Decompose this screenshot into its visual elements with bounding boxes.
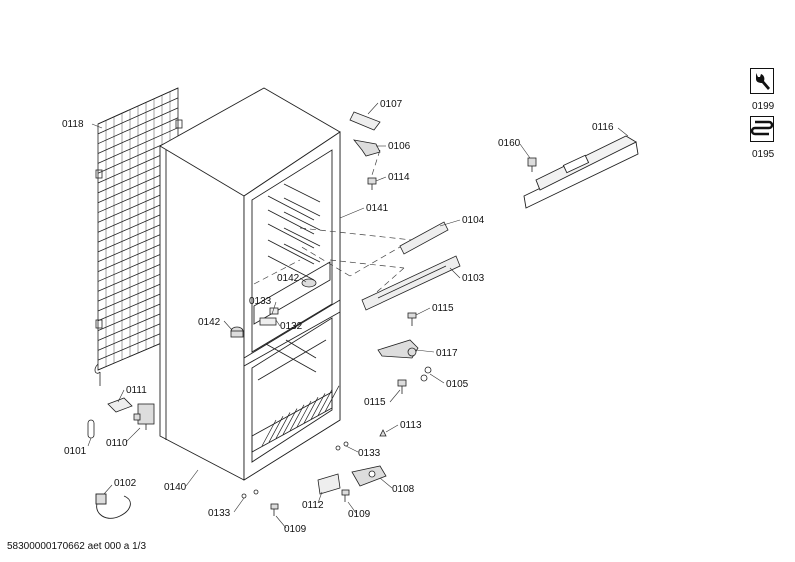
hinge-cover-0107 <box>349 111 381 131</box>
label-0113: 0113 <box>400 420 422 431</box>
cable-0102 <box>95 493 131 519</box>
clip-0133-lower <box>335 441 349 451</box>
document-id: 58300000170662 aet 000 a 1/3 <box>7 541 147 552</box>
label-0132: 0132 <box>280 321 303 332</box>
label-0133-upper: 0133 <box>249 296 272 307</box>
label-0106: 0106 <box>388 141 411 152</box>
label-0141: 0141 <box>366 203 389 214</box>
hinge-0106 <box>353 139 381 157</box>
code-0199: 0199 <box>752 101 775 112</box>
spacer-0101 <box>87 419 95 439</box>
screw-0114 <box>367 177 377 190</box>
label-0116: 0116 <box>592 122 614 133</box>
control-panel-0116 <box>523 135 639 209</box>
bottom-hinge-0108 <box>351 465 387 487</box>
foot-part-0112 <box>317 473 341 495</box>
wrench-icon <box>750 68 774 94</box>
compressor-part-0110 <box>133 403 155 430</box>
label-0133-bottom: 0133 <box>208 508 231 519</box>
label-0115-lower: 0115 <box>364 397 386 408</box>
screw-0115-upper <box>407 312 417 326</box>
label-0142-lower: 0142 <box>198 317 221 328</box>
hinge-part-0117 <box>377 339 419 359</box>
label-0114: 0114 <box>388 172 410 183</box>
label-0109-left: 0109 <box>284 524 307 535</box>
code-0195: 0195 <box>752 149 775 160</box>
label-0142-upper: 0142 <box>277 273 300 284</box>
screw-0109-right <box>341 489 350 502</box>
door-hinge-bracket-0104 <box>399 221 449 255</box>
screw-0109-left <box>270 503 279 516</box>
heating-coil-icon <box>750 116 774 142</box>
leader-lines <box>87 102 629 529</box>
label-0104: 0104 <box>462 215 485 226</box>
label-0160: 0160 <box>498 138 521 149</box>
bracket-0111 <box>107 397 133 413</box>
label-0109-right: 0109 <box>348 509 371 520</box>
label-0112: 0112 <box>302 500 324 511</box>
door-rail-0103 <box>361 255 461 311</box>
shelf-support-0142-upper <box>301 278 317 288</box>
label-0110: 0110 <box>106 438 128 449</box>
label-0133-middle: 0133 <box>358 448 381 459</box>
label-0115-upper: 0115 <box>432 303 454 314</box>
label-0118: 0118 <box>62 119 84 130</box>
label-0140: 0140 <box>164 482 187 493</box>
label-0102: 0102 <box>114 478 137 489</box>
label-0108: 0108 <box>392 484 415 495</box>
cabinet-body <box>159 87 341 481</box>
label-0111: 0111 <box>126 385 147 396</box>
part-labels: 0118 0107 0106 0114 0141 0104 0103 0142 … <box>62 99 614 535</box>
label-0103: 0103 <box>462 273 485 284</box>
label-0101: 0101 <box>64 446 87 457</box>
pin-0105 <box>420 366 432 382</box>
label-0107: 0107 <box>380 99 403 110</box>
connector-0160 <box>527 157 537 172</box>
screw-0113 <box>379 429 387 437</box>
screw-0115-lower <box>397 379 407 394</box>
clip-0133-bottom <box>241 489 259 499</box>
label-0105: 0105 <box>446 379 469 390</box>
shelf-support-0142-lower <box>230 326 244 338</box>
label-0117: 0117 <box>436 348 458 359</box>
